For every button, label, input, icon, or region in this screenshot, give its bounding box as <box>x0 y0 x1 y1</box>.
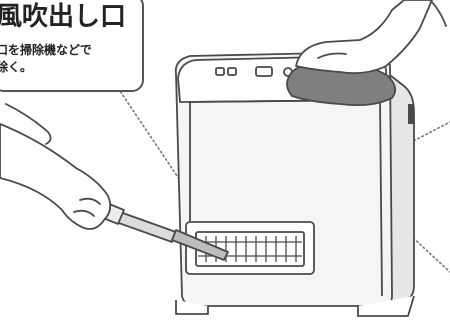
leader-line-side <box>410 235 450 272</box>
side-strap <box>408 104 414 124</box>
control-display <box>256 67 272 76</box>
callout-line: 除く。 <box>0 59 32 75</box>
callout-line: 口を掃除機などで <box>0 42 92 58</box>
control-button-1 <box>216 68 224 75</box>
hand-holding-vacuum <box>0 104 110 229</box>
hand-wiping <box>296 0 446 73</box>
control-button-2 <box>228 68 236 75</box>
callout-box: 風吹出し口 口を掃除機などで 除く。 <box>0 0 144 92</box>
callout-title: 風吹出し口 <box>0 2 126 32</box>
